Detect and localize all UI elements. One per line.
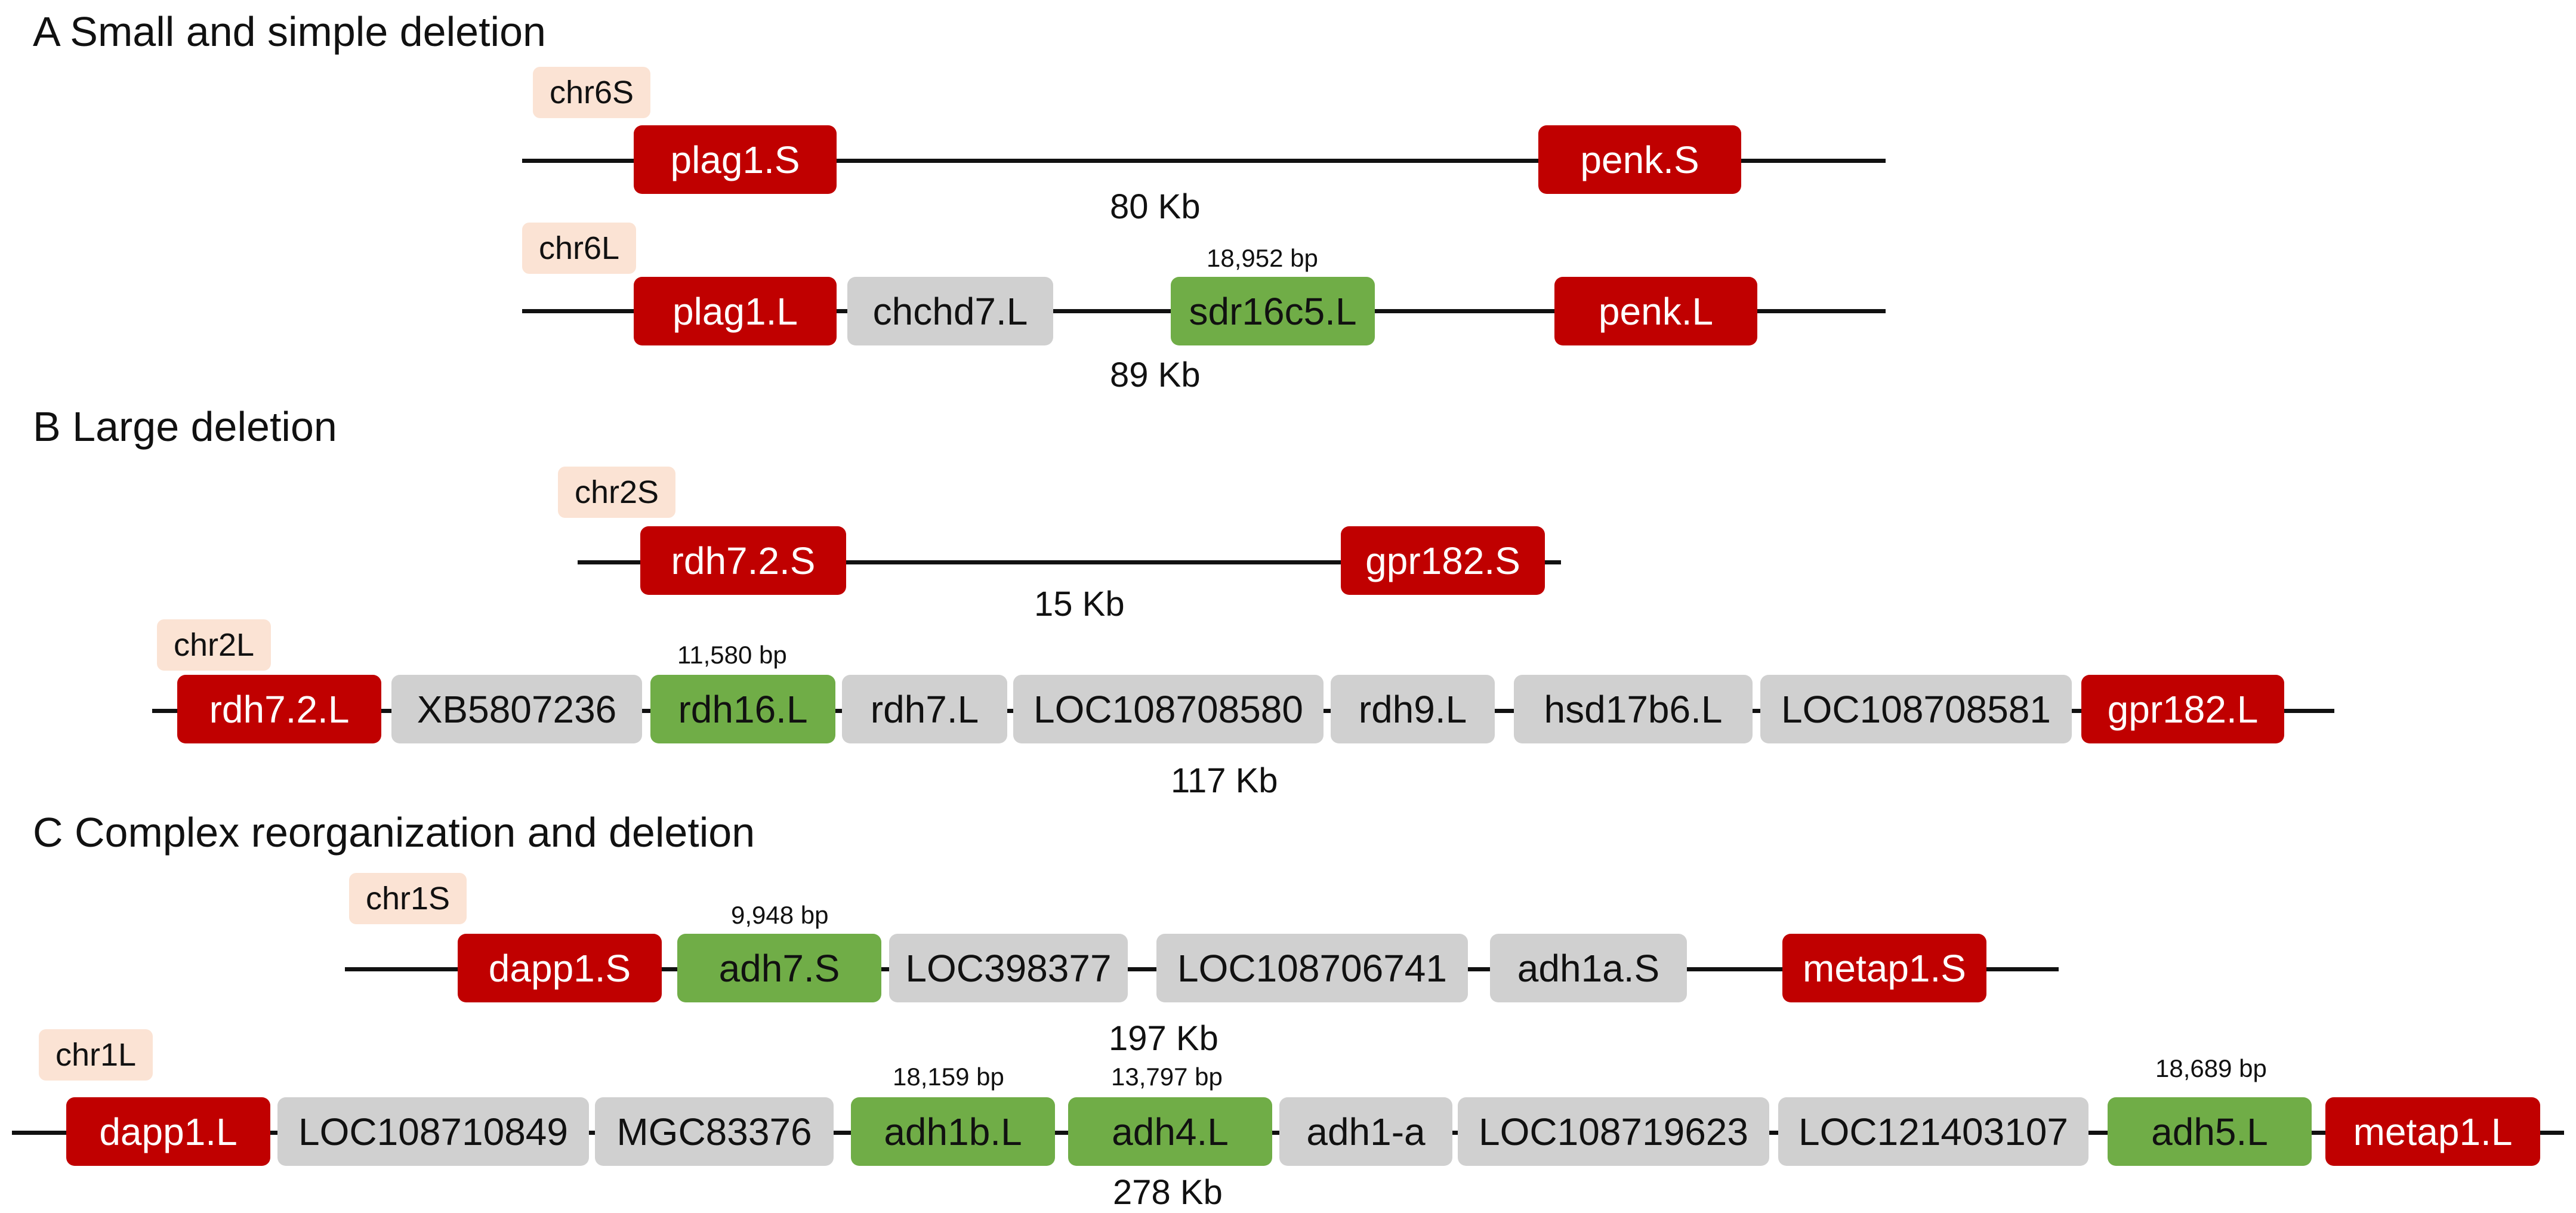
gene-metap1-S: metap1.S [1782, 934, 1986, 1002]
gene-plag1-S: plag1.S [634, 125, 837, 194]
gene-adh1a-S: adh1a.S [1490, 934, 1687, 1002]
gene-adh5-L: adh5.L [2108, 1097, 2312, 1166]
gene-metap1-L: metap1.L [2325, 1097, 2540, 1166]
gene-gpr182-S: gpr182.S [1341, 526, 1545, 595]
deletion-size-adh7-S: 9,948 bp [731, 901, 829, 929]
gene-dapp1-S: dapp1.S [458, 934, 662, 1002]
gene-plag1-L: plag1.L [634, 277, 837, 345]
chr-label-chr6L: chr6L [522, 223, 637, 274]
gene-XB5807236: XB5807236 [391, 675, 642, 743]
gene-LOC121403107: LOC121403107 [1778, 1097, 2088, 1166]
gene-rdh7-2-S: rdh7.2.S [640, 526, 846, 595]
gene-sdr16c5-L: sdr16c5.L [1171, 277, 1375, 345]
gene-adh4-L: adh4.L [1068, 1097, 1272, 1166]
gene-adh7-S: adh7.S [677, 934, 881, 1002]
span-label-chr6L: 89 Kb [1110, 356, 1201, 394]
gene-LOC108706741: LOC108706741 [1156, 934, 1468, 1002]
section-b-title: B Large deletion [33, 403, 337, 450]
chr-label-chr1S: chr1S [349, 873, 467, 924]
span-label-chr2L: 117 Kb [1171, 761, 1278, 800]
gene-LOC108708580: LOC108708580 [1013, 675, 1324, 743]
gene-LOC108719623: LOC108719623 [1458, 1097, 1769, 1166]
gene-LOC108708581: LOC108708581 [1760, 675, 2072, 743]
span-label-chr1L: 278 Kb [1113, 1173, 1223, 1212]
section-a-title: A Small and simple deletion [33, 8, 546, 55]
chr-label-chr2S: chr2S [558, 467, 676, 518]
gene-chchd7-L: chchd7.L [847, 277, 1053, 345]
deletion-size-sdr16c5-L: 18,952 bp [1207, 244, 1318, 272]
deletion-size-adh1b-L: 18,159 bp [893, 1063, 1004, 1091]
span-label-chr1S: 197 Kb [1109, 1019, 1218, 1058]
deletion-size-adh5-L: 18,689 bp [2155, 1054, 2267, 1082]
gene-adh1b-L: adh1b.L [851, 1097, 1055, 1166]
gene-rdh16-L: rdh16.L [650, 675, 835, 743]
gene-rdh7-L: rdh7.L [842, 675, 1007, 743]
gene-MGC83376: MGC83376 [595, 1097, 834, 1166]
gene-rdh9-L: rdh9.L [1331, 675, 1495, 743]
chromosome-track-chr2S [578, 560, 1561, 564]
gene-LOC398377: LOC398377 [889, 934, 1128, 1002]
span-label-chr2S: 15 Kb [1034, 585, 1125, 624]
span-label-chr6S: 80 Kb [1110, 187, 1201, 226]
deletion-size-adh4-L: 13,797 bp [1111, 1063, 1223, 1091]
gene-penk-S: penk.S [1538, 125, 1741, 194]
chr-label-chr6S: chr6S [533, 67, 651, 118]
gene-dapp1-L: dapp1.L [66, 1097, 270, 1166]
gene-adh1-a: adh1-a [1279, 1097, 1452, 1166]
gene-LOC108710849: LOC108710849 [277, 1097, 589, 1166]
gene-rdh7-2-L: rdh7.2.L [177, 675, 381, 743]
gene-penk-L: penk.L [1554, 277, 1757, 345]
chr-label-chr2L: chr2L [157, 619, 272, 671]
deletion-size-rdh16-L: 11,580 bp [677, 641, 787, 669]
section-c-title: C Complex reorganization and deletion [33, 809, 755, 856]
gene-gpr182-L: gpr182.L [2081, 675, 2284, 743]
chr-label-chr1L: chr1L [39, 1029, 153, 1081]
gene-hsd17b6-L: hsd17b6.L [1514, 675, 1753, 743]
chromosome-track-chr6S [522, 159, 1886, 163]
